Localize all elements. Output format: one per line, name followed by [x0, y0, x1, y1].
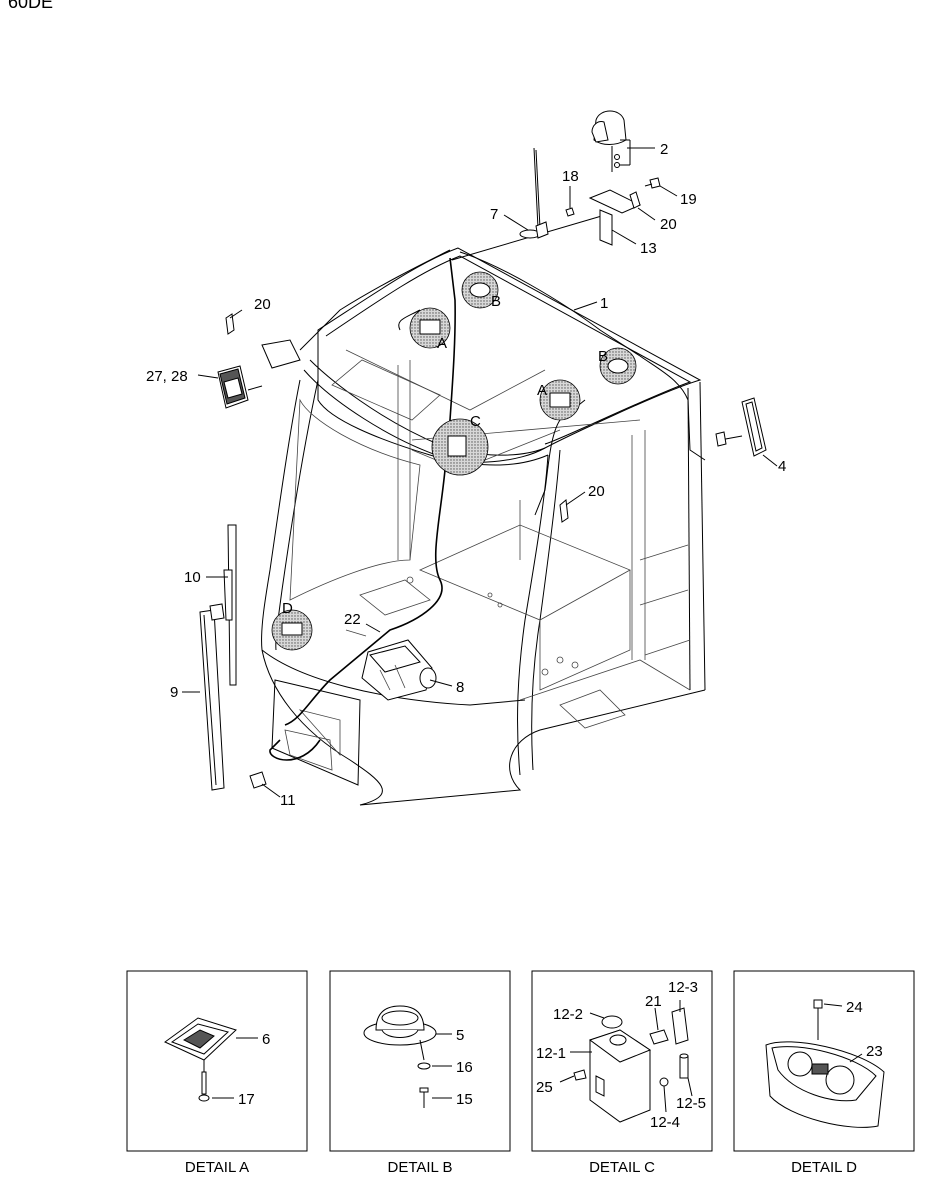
detail-c-caption: DETAIL C	[589, 1159, 655, 1176]
detail-a-caption: DETAIL A	[185, 1159, 249, 1176]
detail-marker-c: C	[470, 413, 481, 430]
detail-d-panel: 24 23	[733, 970, 915, 1152]
detail-c-label-12-1: 12-1	[536, 1045, 566, 1062]
detail-a-panel: 6 17	[126, 970, 308, 1152]
detail-c-label-12-3: 12-3	[668, 979, 698, 996]
callout-1: 1	[600, 295, 608, 312]
cab-frame	[261, 247, 706, 806]
wiper-assembly	[199, 524, 237, 791]
callout-19: 19	[680, 191, 697, 208]
callout-20-left: 20	[254, 296, 271, 313]
callout-20-mid: 20	[588, 483, 605, 500]
leader-lines	[182, 139, 778, 798]
detail-c-label-21: 21	[645, 993, 662, 1010]
detail-marker-b2: B	[598, 348, 608, 365]
detail-c-label-12-5: 12-5	[676, 1095, 706, 1112]
callout-labels: 1 2 4 7 8 9 10 11 13 18 19 20 20 20 22 2…	[146, 141, 786, 809]
detail-b-label-15: 15	[456, 1091, 473, 1108]
detail-a-label-17: 17	[238, 1091, 255, 1108]
detail-b-caption: DETAIL B	[387, 1159, 452, 1176]
callout-13: 13	[640, 240, 657, 257]
detail-d-label-24: 24	[846, 999, 863, 1016]
callout-18: 18	[562, 168, 579, 185]
side-lamp	[715, 397, 767, 457]
detail-b-label-5: 5	[456, 1027, 464, 1044]
callout-8: 8	[456, 679, 464, 696]
detail-c-panel: 12-3 21 12-2 12-1 25 12-5 12-4	[531, 970, 713, 1152]
callout-20-top: 20	[660, 216, 677, 233]
callout-11: 11	[280, 792, 296, 809]
detail-c-label-12-2: 12-2	[553, 1006, 583, 1023]
detail-d-caption: DETAIL D	[791, 1159, 857, 1176]
detail-marker-d: D	[282, 600, 293, 617]
detail-c-label-25: 25	[536, 1079, 553, 1096]
callout-9: 9	[170, 684, 178, 701]
page-title: 60DE	[8, 0, 54, 12]
detail-marker-a1: A	[437, 335, 447, 352]
callout-2: 2	[660, 141, 668, 158]
detail-a-label-6: 6	[262, 1031, 270, 1048]
beacon-bracket	[588, 189, 642, 246]
callout-4: 4	[778, 458, 786, 475]
callout-27-28: 27, 28	[146, 368, 188, 385]
antenna	[519, 147, 549, 239]
callout-22: 22	[344, 611, 361, 628]
detail-marker-a2: A	[537, 382, 547, 399]
callout-7: 7	[490, 206, 498, 223]
detail-d-label-23: 23	[866, 1043, 883, 1060]
detail-marker-b1: B	[491, 293, 501, 310]
callout-10: 10	[184, 569, 201, 586]
detail-b-label-16: 16	[456, 1059, 473, 1076]
work-lamp	[217, 365, 263, 409]
heater-unit	[361, 639, 437, 701]
detail-b-panel: 5 16 15	[329, 970, 511, 1152]
beacon-light	[591, 110, 627, 172]
detail-c-label-12-4: 12-4	[650, 1114, 680, 1131]
